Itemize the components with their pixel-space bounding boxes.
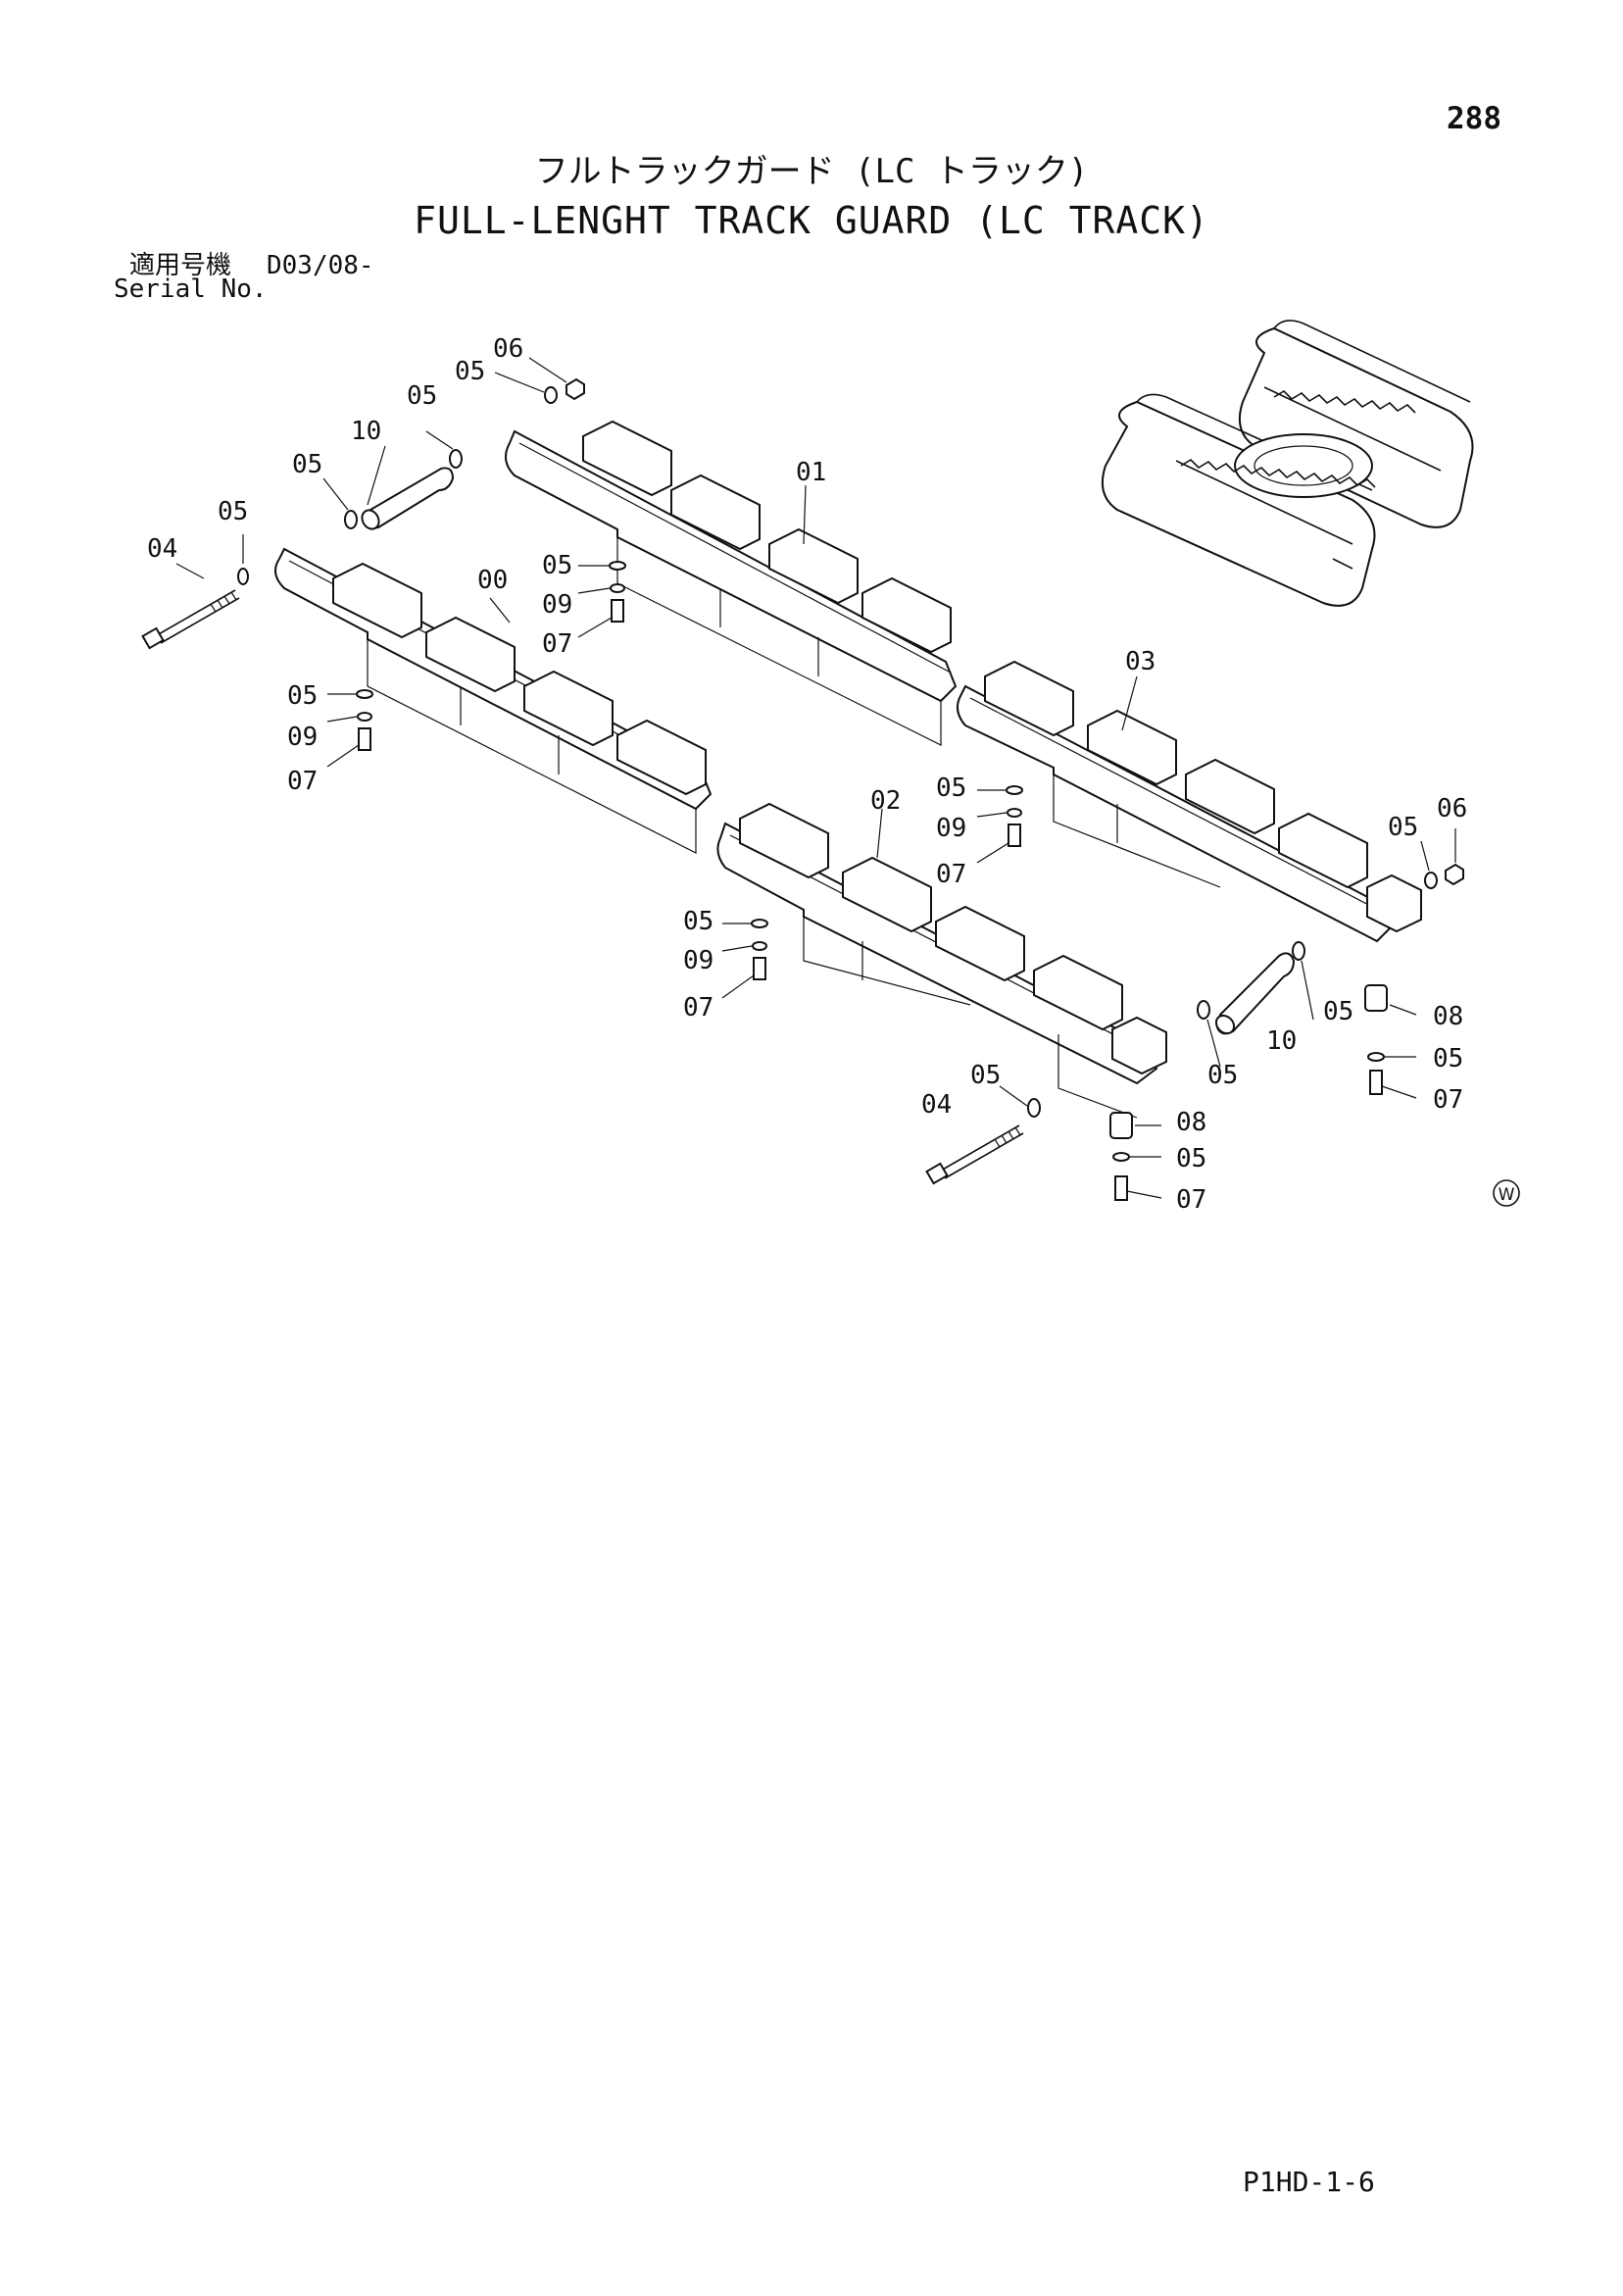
callout-07: 07 xyxy=(936,860,966,889)
serial-label: Serial No. xyxy=(114,275,268,304)
callout-labels: 06 05 05 10 05 05 04 01 00 05 09 07 05 0… xyxy=(147,334,1467,1215)
callout-05: 05 xyxy=(218,497,248,526)
undercarriage-overview xyxy=(1102,320,1474,607)
callout-04: 04 xyxy=(921,1090,952,1120)
callout-05: 05 xyxy=(683,907,713,936)
stamp-badge: W xyxy=(1493,1179,1520,1207)
callout-05: 05 xyxy=(455,357,485,386)
page-title-japanese: フルトラックガード (LC トラック) xyxy=(534,152,1089,191)
callout-10: 10 xyxy=(351,417,381,446)
callout-06: 06 xyxy=(1437,794,1467,824)
callout-06: 06 xyxy=(493,334,523,364)
leader-lines xyxy=(175,357,1456,1199)
callout-09: 09 xyxy=(287,723,318,752)
callout-05: 05 xyxy=(407,381,437,411)
serial-value: D03/08- xyxy=(267,251,374,280)
callout-07: 07 xyxy=(542,629,572,659)
footer-code: P1HD-1-6 xyxy=(1243,2166,1375,2198)
callout-07: 07 xyxy=(683,993,713,1023)
callout-05: 05 xyxy=(287,681,318,711)
callout-05: 05 xyxy=(936,774,966,803)
track-guard-02 xyxy=(716,802,1167,1119)
bolt-04-left xyxy=(141,589,240,650)
callout-05: 05 xyxy=(1388,813,1418,842)
callout-09: 09 xyxy=(936,814,966,843)
callout-05: 05 xyxy=(1433,1044,1463,1073)
callout-03: 03 xyxy=(1125,647,1156,676)
callout-09: 09 xyxy=(683,946,713,975)
callout-08: 08 xyxy=(1176,1108,1206,1137)
bolt-04-right xyxy=(925,1124,1024,1185)
pin-10-right xyxy=(1214,952,1296,1035)
callout-05: 05 xyxy=(292,450,322,479)
callout-07: 07 xyxy=(287,767,318,796)
callout-09: 09 xyxy=(542,590,572,620)
stamp-letter: W xyxy=(1499,1185,1515,1205)
track-guard-00 xyxy=(274,547,713,854)
track-guard-01 xyxy=(505,420,958,746)
callout-10: 10 xyxy=(1266,1026,1297,1056)
page-number: 288 xyxy=(1447,101,1501,136)
callout-07: 07 xyxy=(1176,1185,1206,1215)
callout-05: 05 xyxy=(970,1061,1001,1090)
callout-00: 00 xyxy=(477,566,508,595)
track-guard-03 xyxy=(956,660,1422,943)
page-title: FULL-LENGHT TRACK GUARD (LC TRACK) xyxy=(414,199,1209,242)
callout-07: 07 xyxy=(1433,1085,1463,1115)
hardware-small-parts xyxy=(237,377,1464,1201)
callout-01: 01 xyxy=(796,458,826,487)
callout-05: 05 xyxy=(542,551,572,580)
callout-02: 02 xyxy=(870,786,901,816)
callout-05: 05 xyxy=(1323,997,1353,1026)
callout-05: 05 xyxy=(1176,1144,1206,1173)
callout-08: 08 xyxy=(1433,1002,1463,1031)
pin-10-left xyxy=(361,467,455,530)
callout-04: 04 xyxy=(147,534,177,564)
serial-label-japanese: 適用号機 xyxy=(129,251,232,280)
callout-05: 05 xyxy=(1207,1061,1238,1090)
